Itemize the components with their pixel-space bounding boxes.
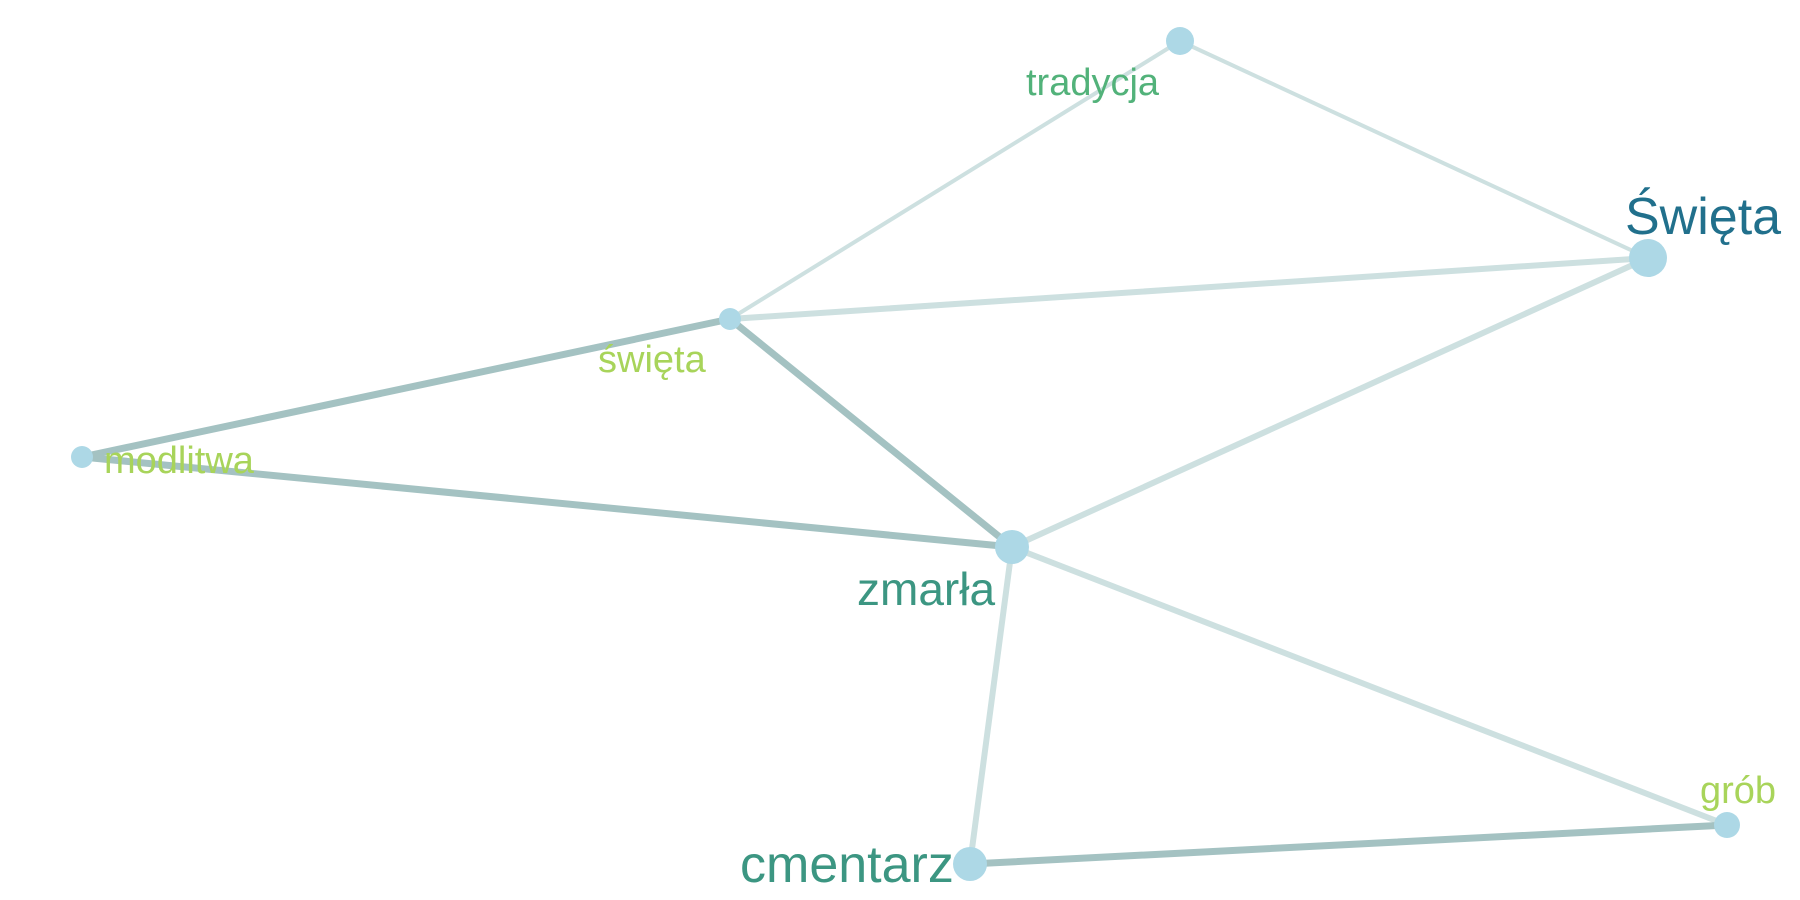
node-modlitwa[interactable] <box>71 446 93 468</box>
node-label-grob: grób <box>1700 770 1776 812</box>
node-label-swieta_lower: święta <box>598 339 707 381</box>
node-tradycja[interactable] <box>1166 27 1194 55</box>
edge-Swieta_upper-zmarla <box>1009 255 1651 550</box>
node-grob[interactable] <box>1714 812 1740 838</box>
edge-zmarla-grob <box>1009 544 1730 828</box>
edge-modlitwa-zmarla <box>78 453 1016 551</box>
node-label-cmentarz: cmentarz <box>740 836 954 894</box>
edge-zmarla-cmentarz <box>967 544 1015 867</box>
node-Swieta_upper[interactable] <box>1629 239 1667 277</box>
node-swieta_lower[interactable] <box>719 308 741 330</box>
edge-swieta_lower-zmarla <box>726 315 1016 551</box>
edge-cmentarz-grob <box>966 821 1731 868</box>
node-zmarla[interactable] <box>995 530 1029 564</box>
node-cmentarz[interactable] <box>953 847 987 881</box>
edge-tradycja-swieta_lower <box>728 39 1182 321</box>
edges-layer <box>78 39 1731 868</box>
edge-swieta_lower-modlitwa <box>78 315 734 461</box>
edge-tradycja-Swieta_upper <box>1178 39 1650 260</box>
node-label-zmarla: zmarła <box>857 563 995 615</box>
edge-swieta_lower-Swieta_upper <box>727 255 1651 322</box>
nodes-layer <box>71 27 1740 881</box>
node-label-modlitwa: modlitwa <box>104 440 255 482</box>
node-label-tradycja: tradycja <box>1026 62 1160 104</box>
node-label-Swieta_upper: Święta <box>1625 187 1781 246</box>
